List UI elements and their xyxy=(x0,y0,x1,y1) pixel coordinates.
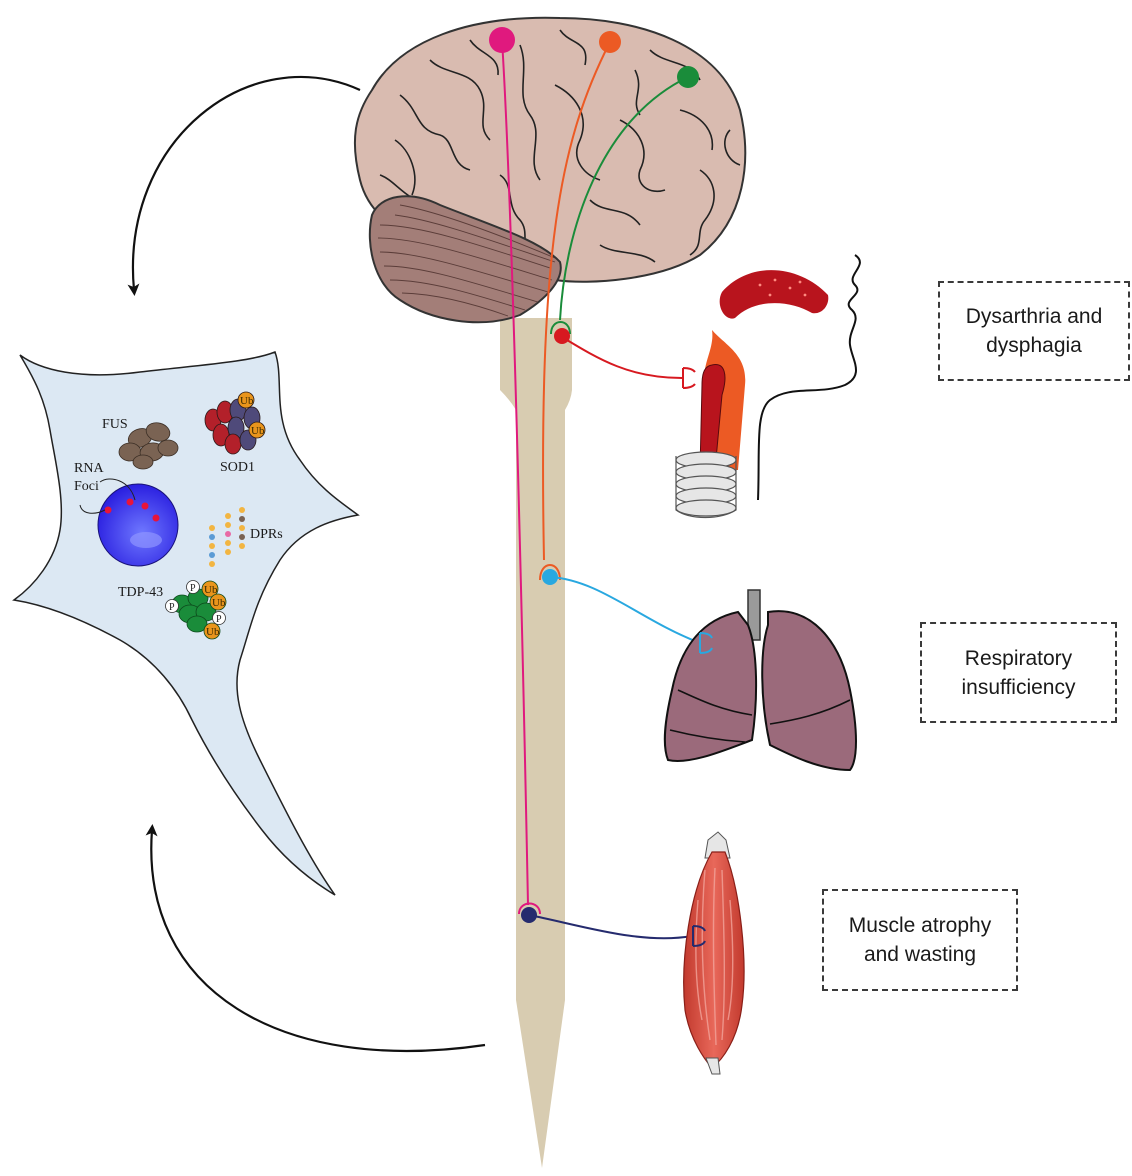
tdp43-ub-tag-3: Ub xyxy=(206,626,220,638)
trachea-rings xyxy=(676,452,736,516)
symptom-limb-text: Muscle atrophy and wasting xyxy=(849,911,991,969)
rna-foci-label-line1: RNA xyxy=(74,461,104,476)
throat-illustration xyxy=(676,255,860,518)
nucleus xyxy=(98,484,178,566)
symptom-respiratory-text: Respiratory insufficiency xyxy=(961,644,1075,702)
right-lung xyxy=(762,611,856,770)
bulbar-terminal xyxy=(683,368,695,388)
symptom-box-bulbar: Dysarthria and dysphagia xyxy=(938,281,1130,381)
lower-cycle-arrow xyxy=(151,830,485,1051)
dprs-label: DPRs xyxy=(250,527,283,542)
green-neuron-soma xyxy=(677,66,699,88)
fus-label: FUS xyxy=(102,417,128,432)
upper-cycle-arrow xyxy=(133,77,360,290)
muscle xyxy=(684,832,744,1074)
tdp43-ub-tag-2: Ub xyxy=(212,597,226,609)
ub-tag-2: Ub xyxy=(251,425,265,437)
rna-foci-label-line2: Foci xyxy=(74,479,99,494)
cell-membrane xyxy=(14,352,358,895)
tdp43-ub-tag-1: Ub xyxy=(204,584,218,596)
tongue xyxy=(720,270,829,318)
phospho-tag-3: P xyxy=(216,614,222,625)
muscle-tendon-bottom xyxy=(706,1058,720,1074)
tdp43-label: TDP-43 xyxy=(118,585,163,600)
symptom-bulbar-text: Dysarthria and dysphagia xyxy=(966,302,1103,360)
symptom-box-limb: Muscle atrophy and wasting xyxy=(822,889,1018,991)
ub-tag-1: Ub xyxy=(240,395,254,407)
phospho-tag-2: P xyxy=(169,602,175,613)
phospho-tag-1: P xyxy=(190,583,196,594)
symptom-box-respiratory: Respiratory insufficiency xyxy=(920,622,1117,723)
sod1-label: SOD1 xyxy=(220,460,255,475)
pink-neuron-soma xyxy=(489,27,515,53)
respiratory-lower-motor-axon xyxy=(550,577,700,643)
limb-lower-motor-soma xyxy=(521,907,537,923)
motor-neuron-cell: Ub Ub FUS SOD1 RNA Foci xyxy=(14,352,358,895)
bulbar-lower-motor-axon xyxy=(562,337,682,378)
nucleolus xyxy=(130,532,162,548)
respiratory-lower-motor-soma xyxy=(542,569,558,585)
lungs xyxy=(665,590,856,770)
spinal-cord xyxy=(500,318,572,1168)
bulbar-lower-motor-soma xyxy=(554,328,570,344)
orange-neuron-soma xyxy=(599,31,621,53)
